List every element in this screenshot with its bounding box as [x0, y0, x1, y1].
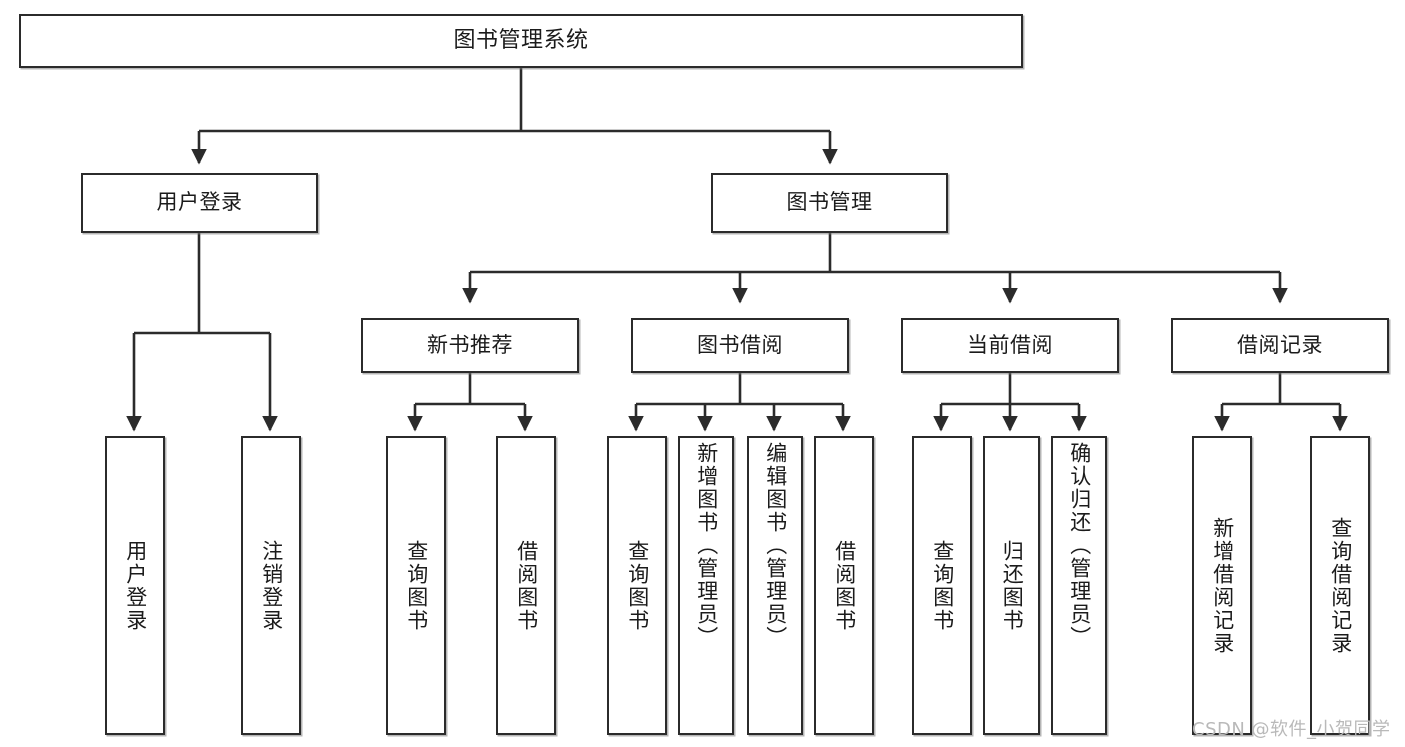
node-book-management-label: 图书管理	[786, 190, 873, 215]
leaf-current-query-book-label: 查询图书	[930, 539, 955, 632]
node-current-borrow[interactable]: 当前借阅	[901, 318, 1119, 373]
leaf-borrow-add-book-label: 新增图书（管理员）	[694, 442, 719, 649]
node-book-management[interactable]: 图书管理	[711, 173, 948, 233]
leaf-user-login-logout[interactable]: 注销登录	[241, 436, 301, 735]
node-borrow-record-label: 借阅记录	[1237, 332, 1323, 357]
watermark-text: CSDN @软件_小贺同学	[1192, 719, 1391, 740]
leaf-record-add-record[interactable]: 新增借阅记录	[1192, 436, 1252, 735]
leaf-borrow-add-book[interactable]: 新增图书（管理员）	[678, 436, 734, 735]
leaf-user-login-logout-label: 注销登录	[259, 539, 284, 632]
node-book-borrow[interactable]: 图书借阅	[631, 318, 849, 373]
leaf-user-login-login[interactable]: 用户登录	[105, 436, 165, 735]
leaf-borrow-query-book-label: 查询图书	[625, 539, 650, 632]
leaf-recommend-query-book-label: 查询图书	[404, 539, 429, 632]
leaf-borrow-borrow-book[interactable]: 借阅图书	[814, 436, 874, 735]
node-new-book-recommend-label: 新书推荐	[427, 332, 513, 357]
node-root-label: 图书管理系统	[453, 27, 589, 53]
leaf-record-query-record[interactable]: 查询借阅记录	[1310, 436, 1370, 735]
leaf-borrow-edit-book[interactable]: 编辑图书（管理员）	[747, 436, 803, 735]
node-user-login-label: 用户登录	[156, 190, 243, 215]
node-borrow-record[interactable]: 借阅记录	[1171, 318, 1389, 373]
leaf-current-query-book[interactable]: 查询图书	[912, 436, 972, 735]
leaf-current-return-book[interactable]: 归还图书	[983, 436, 1040, 735]
leaf-current-return-book-label: 归还图书	[1000, 539, 1025, 632]
node-book-borrow-label: 图书借阅	[697, 332, 783, 357]
leaf-record-add-record-label: 新增借阅记录	[1210, 516, 1235, 655]
leaf-borrow-edit-book-label: 编辑图书（管理员）	[763, 442, 788, 649]
node-root[interactable]: 图书管理系统	[19, 14, 1023, 68]
leaf-current-confirm-return-label: 确认归还（管理员）	[1067, 442, 1092, 649]
node-current-borrow-label: 当前借阅	[967, 332, 1053, 357]
leaf-recommend-borrow-book-label: 借阅图书	[514, 539, 539, 632]
leaf-current-confirm-return[interactable]: 确认归还（管理员）	[1051, 436, 1107, 735]
leaf-user-login-login-label: 用户登录	[123, 539, 148, 632]
leaf-borrow-query-book[interactable]: 查询图书	[607, 436, 667, 735]
leaf-recommend-borrow-book[interactable]: 借阅图书	[496, 436, 556, 735]
leaf-borrow-borrow-book-label: 借阅图书	[832, 539, 857, 632]
node-user-login[interactable]: 用户登录	[81, 173, 318, 233]
leaf-record-query-record-label: 查询借阅记录	[1328, 516, 1353, 655]
node-new-book-recommend[interactable]: 新书推荐	[361, 318, 579, 373]
leaf-recommend-query-book[interactable]: 查询图书	[386, 436, 446, 735]
